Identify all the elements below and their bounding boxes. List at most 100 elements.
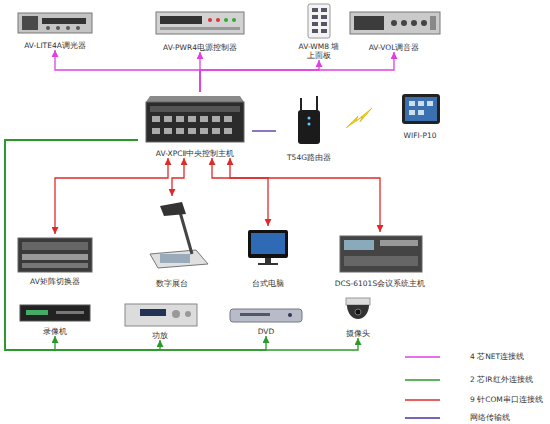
device-strip — [344, 256, 418, 266]
tablet-device — [402, 94, 440, 124]
conference-host-device — [340, 236, 422, 272]
device-port — [200, 128, 208, 134]
monitor-frame — [248, 230, 288, 258]
device-display — [42, 18, 86, 24]
device-node: WIFI-P10 — [394, 92, 446, 140]
device-body — [156, 12, 244, 34]
panel-button — [321, 15, 327, 19]
device-label: AV-PWR4电源控制器 — [163, 43, 237, 52]
power-controller-device — [156, 12, 244, 34]
camera-arm — [180, 212, 192, 254]
camera-dome — [347, 305, 369, 319]
legend-item: 9 针COM串口连接线 — [405, 394, 543, 406]
device-node: 录像机 — [12, 302, 98, 336]
device-led — [216, 18, 220, 22]
legend-text: 9 针COM串口连接线 — [470, 395, 543, 405]
device-knob — [401, 20, 407, 26]
device-label: AV-VOL调音器 — [369, 43, 420, 52]
device-node: AV-VOL调音器 — [342, 8, 446, 52]
panel-button — [321, 8, 327, 12]
device-node: 摄像头 — [330, 294, 386, 338]
connector-line — [55, 50, 200, 92]
device-strip — [22, 242, 88, 250]
volume-device — [350, 12, 440, 34]
legend-item: 2 芯IR红外连接线 — [405, 374, 533, 386]
monitor-screen — [251, 233, 285, 254]
device-node: AV-WM8 墙上面板 — [296, 2, 342, 60]
device-led — [224, 18, 228, 22]
device-node: AV-XPCⅡ中央控制主机 — [138, 92, 252, 158]
camera-head — [160, 202, 186, 216]
device-label: 摄像头 — [346, 329, 370, 338]
device-body — [20, 305, 90, 321]
camera-stage — [160, 254, 190, 263]
legend-line — [405, 417, 440, 419]
camera-lens — [355, 309, 361, 315]
document-camera — [150, 202, 208, 268]
device-port — [176, 128, 184, 134]
legend-line — [405, 356, 440, 358]
panel-button — [321, 22, 327, 26]
monitor-stand — [265, 258, 271, 263]
device-buttons — [22, 254, 88, 260]
router-device — [298, 96, 320, 144]
device-label: AV-XPCⅡ中央控制主机 — [156, 149, 234, 158]
device-label: DVD — [258, 327, 275, 336]
connector-line — [200, 52, 394, 92]
device-tray — [240, 313, 270, 316]
tablet-body — [402, 94, 440, 124]
device-switch — [430, 16, 436, 30]
monitor-foot — [258, 263, 278, 265]
device-port — [152, 128, 160, 134]
device-port — [188, 128, 196, 134]
device-node: 数字展台 — [128, 196, 216, 288]
device-knob — [46, 26, 50, 30]
device-display — [160, 16, 202, 24]
camera-mount — [346, 298, 370, 305]
device-label: DCS-6101S会议系统主机 — [335, 279, 425, 288]
device-body — [340, 236, 422, 272]
legend-text: 4 芯NET连接线 — [470, 352, 524, 362]
device-label: AV-WM8 墙上面板 — [296, 42, 342, 60]
router-antenna — [300, 98, 302, 110]
device-port — [200, 116, 208, 122]
router-body — [298, 110, 320, 144]
camera-base — [150, 250, 208, 268]
device-buttons — [380, 240, 418, 246]
router-led — [308, 123, 311, 126]
tablet-icon — [427, 101, 433, 106]
device-label: 功放 — [152, 331, 168, 340]
panel-button — [312, 15, 318, 19]
device-body — [350, 12, 440, 34]
device-port — [212, 128, 220, 134]
connector-line — [172, 158, 184, 196]
device-port — [164, 128, 172, 134]
device-knob — [66, 26, 70, 30]
connector-line — [5, 140, 266, 350]
device-port — [212, 116, 220, 122]
device-display — [26, 310, 48, 315]
connector-line — [200, 60, 319, 92]
device-body — [146, 102, 244, 142]
device-strip — [150, 106, 240, 112]
device-knob — [391, 20, 397, 26]
device-knob — [411, 20, 417, 26]
device-label: AV矩阵切换器 — [30, 277, 80, 286]
wall-panel-device — [308, 4, 330, 38]
device-buttons — [22, 263, 88, 268]
connector-line — [55, 158, 168, 234]
device-node: DCS-6101S会议系统主机 — [322, 232, 438, 288]
device-panel — [354, 16, 384, 30]
panel-button — [312, 22, 318, 26]
device-node: AV-PWR4电源控制器 — [148, 8, 252, 52]
dome-camera — [346, 298, 370, 319]
connector-line — [252, 130, 276, 131]
panel-body — [308, 4, 330, 38]
device-port — [164, 116, 172, 122]
amplifier-device — [125, 304, 197, 326]
device-body — [18, 13, 92, 33]
legend-line — [405, 399, 440, 401]
device-led — [232, 18, 236, 22]
device-panel — [22, 16, 38, 30]
